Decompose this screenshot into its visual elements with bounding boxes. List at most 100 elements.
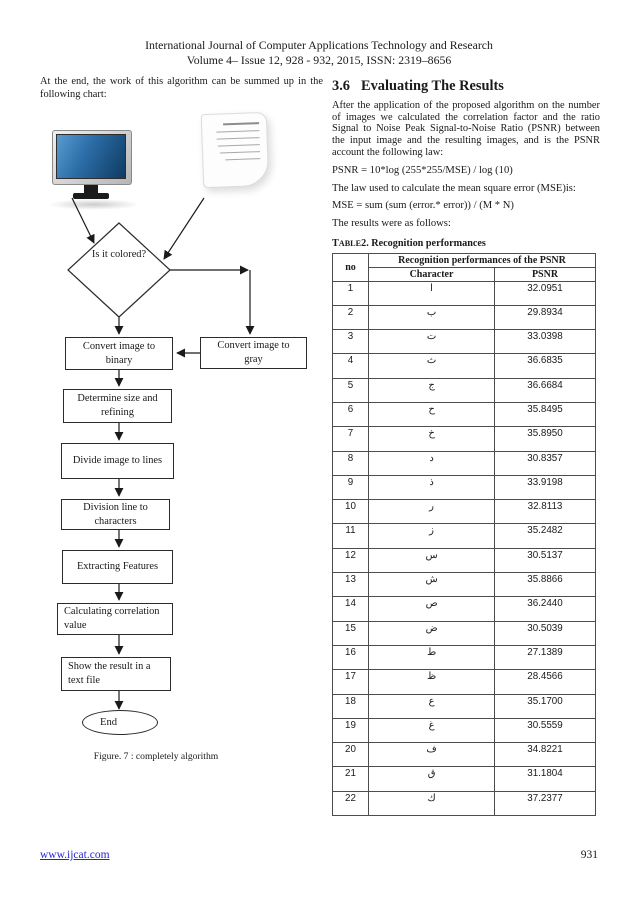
section-title: Evaluating The Results [361,78,504,94]
node-convert-binary: Convert image to binary [65,337,173,370]
row-character: ز [368,523,495,549]
document-text-line [220,151,261,154]
row-character: ذ [368,474,495,501]
psnr-formula: PSNR = 10*log (255*255/MSE) / log (10) [332,165,513,177]
journal-website-link[interactable]: www.ijcat.com [40,849,110,861]
flowchart-figure: Is it colored? Convert image to binary C… [40,110,322,780]
row-no: 20 [332,742,369,768]
row-psnr: 28.4566 [494,669,596,695]
row-no: 21 [332,766,369,792]
header-group: Recognition performances of the PSNR [368,252,596,268]
header-character: Character [368,266,495,282]
row-psnr: 35.8495 [494,401,596,428]
row-psnr: 35.8950 [494,426,596,452]
row-psnr: 30.5559 [494,717,596,744]
row-psnr: 32.8113 [494,499,596,525]
journal-issue-line: Volume 4– Issue 12, 928 - 932, 2015, ISS… [186,52,452,67]
row-psnr: 33.0398 [494,329,596,355]
row-no: 1 [332,280,369,306]
monitor-stand [84,185,98,194]
row-psnr: 34.8221 [494,742,596,768]
monitor-screen [56,134,126,179]
row-psnr: 37.2377 [494,790,596,817]
row-no: 18 [332,693,369,719]
header-no: no [332,252,369,282]
row-character: ض [368,620,495,646]
results-paragraph: After the application of the proposed al… [332,100,600,158]
row-no: 15 [332,620,369,646]
page-number: 931 [580,849,598,861]
node-division-characters: Division line to characters [61,499,170,530]
row-no: 14 [332,596,369,622]
header-psnr: PSNR [494,266,596,282]
page-footer: www.ijcat.com 931 [40,849,598,861]
row-no: 7 [332,426,369,452]
row-no: 12 [332,547,369,574]
journal-title: International Journal of Computer Applic… [145,38,493,52]
document-text-line [216,130,260,133]
row-character: ش [368,572,495,598]
row-character: ق [368,766,495,792]
row-character: د [368,450,495,476]
node-extract-features: Extracting Features [62,550,173,584]
node-determine-size: Determine size and refining [63,389,172,423]
decision-is-it-colored: Is it colored? [91,249,147,260]
flowchart-connectors [67,197,255,710]
table-caption-prefix: T [332,237,339,249]
results-follow-line: The results were as follows: [332,217,451,229]
row-character: ت [368,329,495,355]
node-divide-lines: Divide image to lines [61,443,174,479]
row-character: ا [368,280,495,306]
row-character: ع [368,693,495,719]
row-character: ك [368,790,495,817]
row-psnr: 36.6684 [494,377,596,404]
row-no: 11 [332,523,369,549]
row-character: ج [368,377,495,404]
row-psnr: 31.1804 [494,766,596,792]
row-no: 3 [332,329,369,355]
row-no: 9 [332,474,369,501]
row-no: 2 [332,304,369,331]
row-character: ط [368,644,495,671]
recognition-performance-table: no Recognition performances of the PSNR … [332,252,596,817]
row-psnr: 35.8866 [494,572,596,598]
row-no: 13 [332,572,369,598]
row-no: 19 [332,717,369,744]
row-character: ص [368,596,495,622]
row-character: خ [368,426,495,452]
node-calc-correlation: Calculating correlation value [57,603,173,635]
end-terminator: End [82,710,158,735]
row-no: 4 [332,353,369,379]
row-no: 16 [332,644,369,671]
row-psnr: 30.5137 [494,547,596,574]
row-no: 10 [332,499,369,525]
row-no: 22 [332,790,369,817]
table-header-row: no Recognition performances of the PSNR [332,252,596,282]
row-psnr: 35.1700 [494,693,596,719]
intro-paragraph: At the end, the work of this algorithm c… [40,76,323,100]
table-header-row: Character PSNR [333,266,596,282]
row-character: ح [368,401,495,428]
document-text-line [216,137,260,140]
row-psnr: 27.1389 [494,644,596,671]
node-convert-gray: Convert image to gray [200,337,307,369]
row-no: 8 [332,450,369,476]
